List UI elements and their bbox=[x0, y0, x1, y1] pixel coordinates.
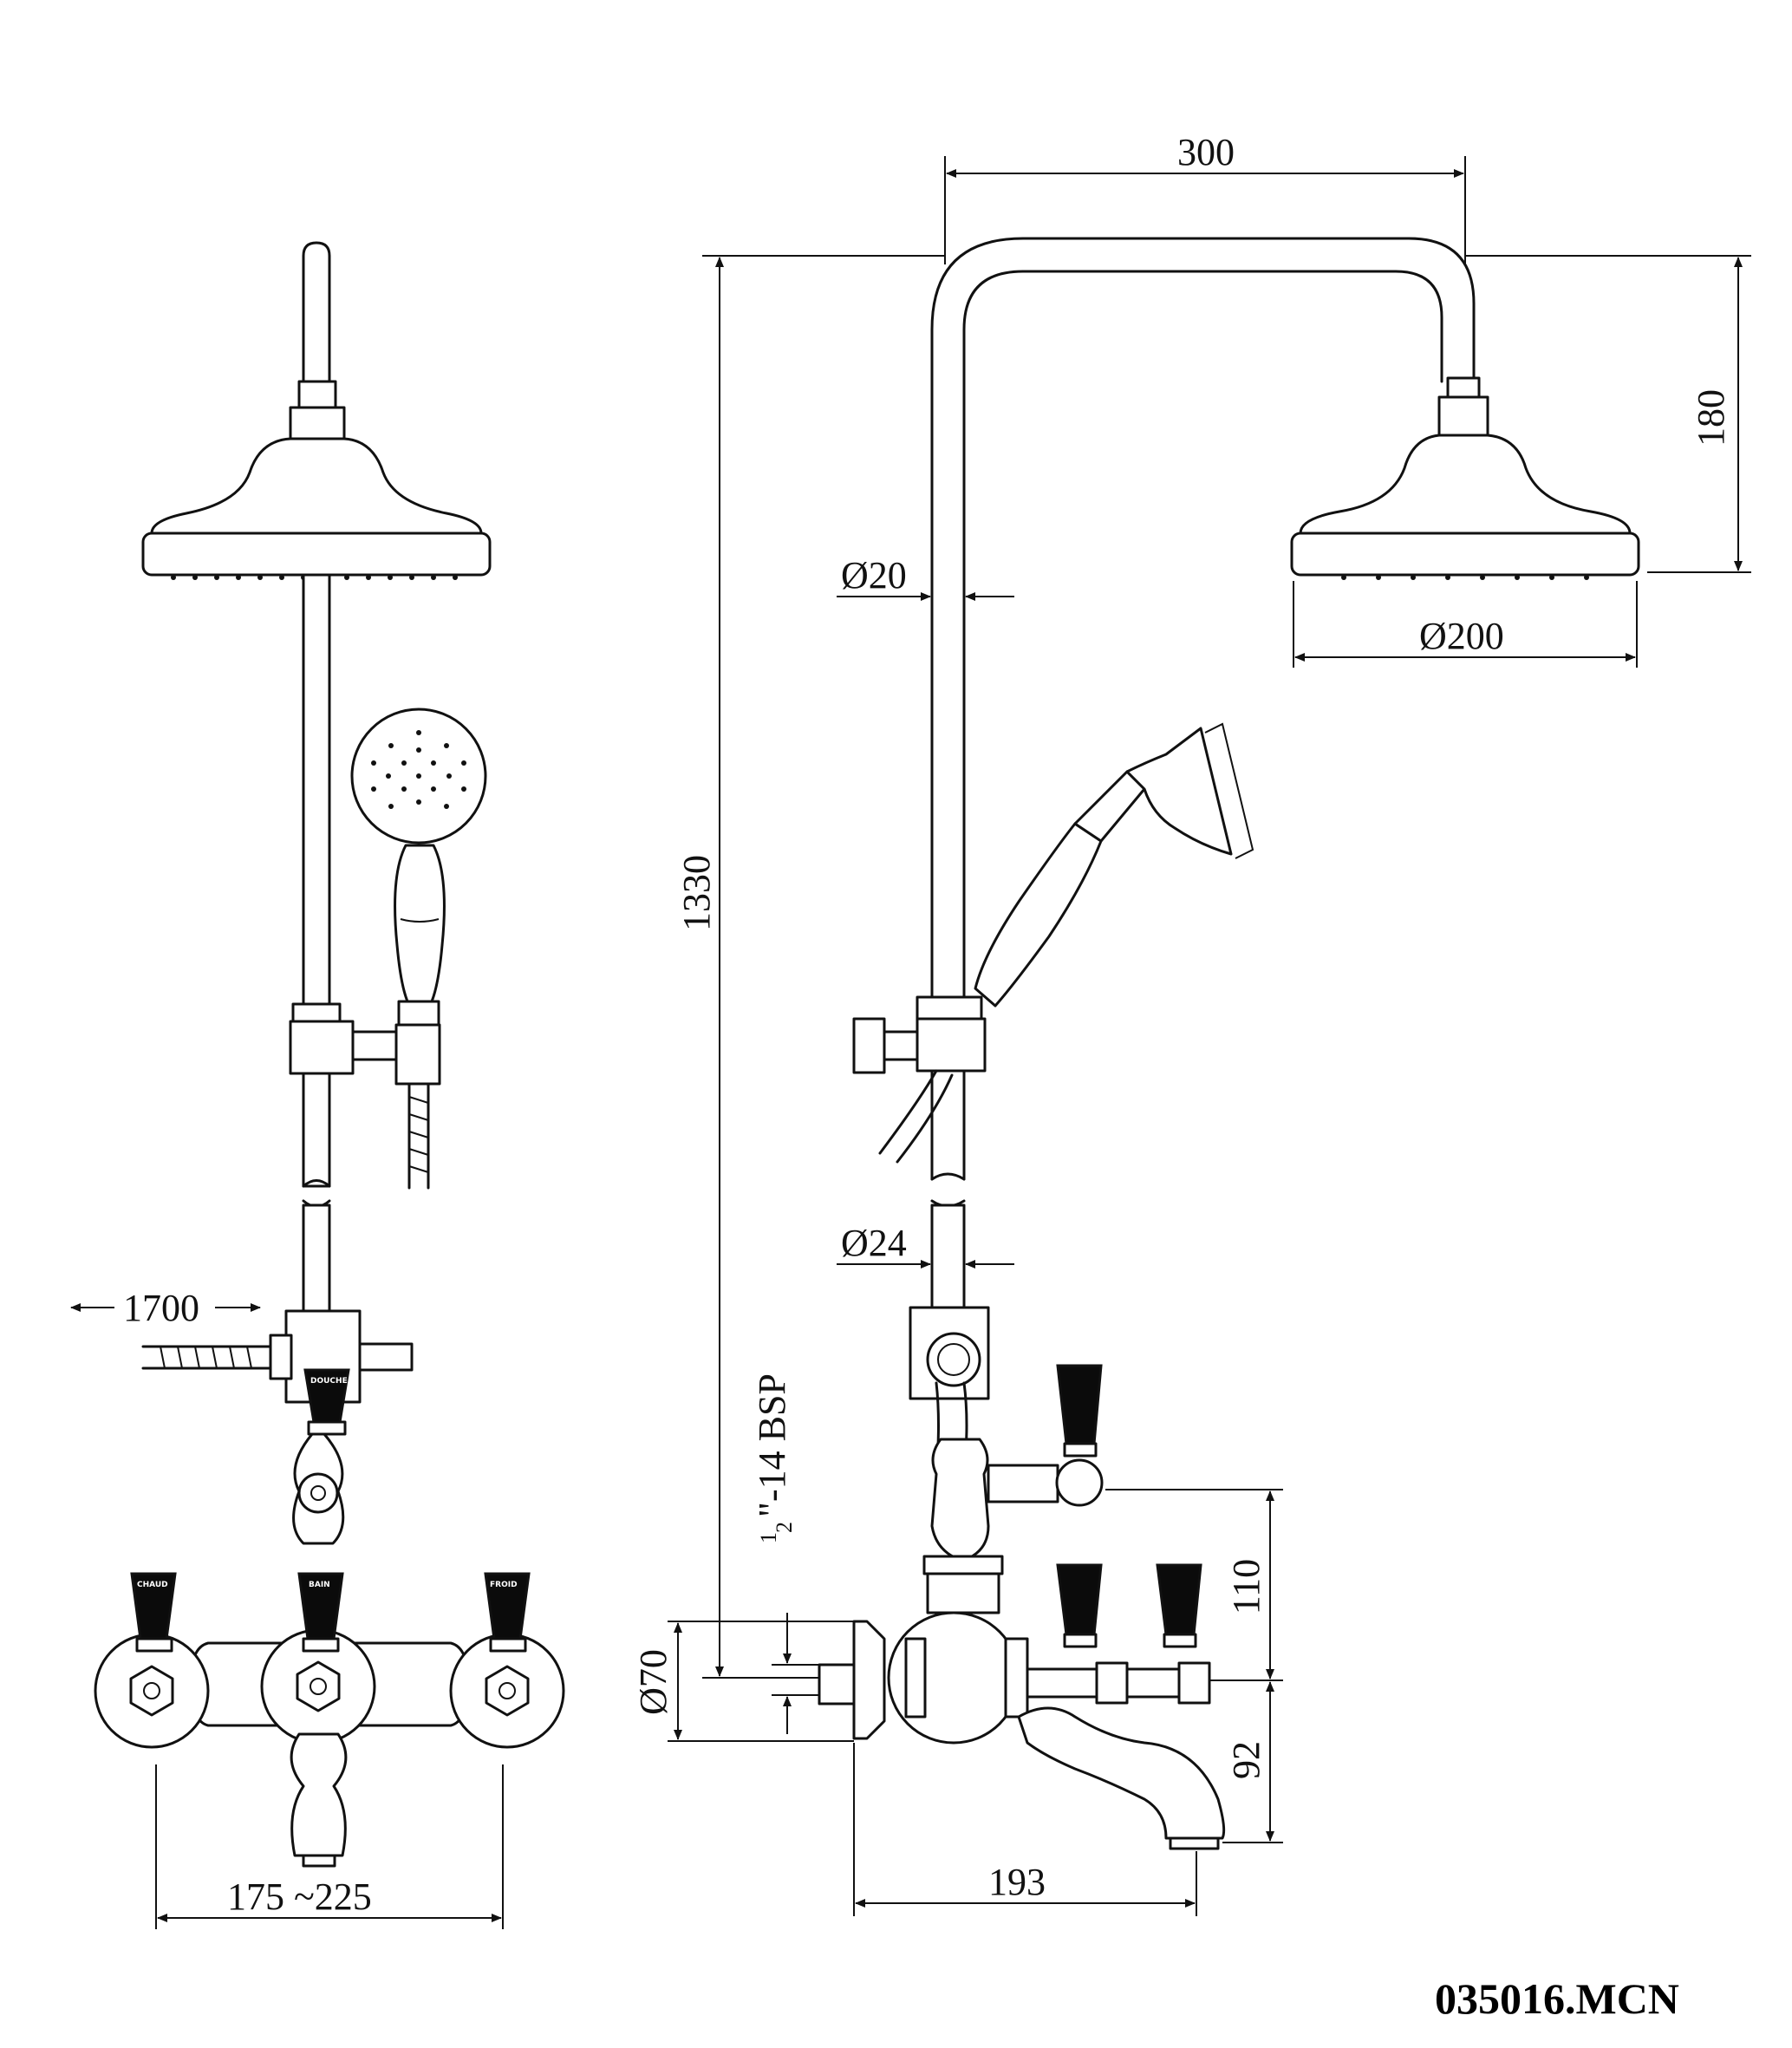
dim-height: 1330 bbox=[675, 855, 718, 931]
side-diverter-cap bbox=[1055, 1458, 1104, 1507]
front-bath-collar bbox=[302, 1637, 340, 1653]
front-head-collar bbox=[289, 406, 346, 440]
front-slider-arm bbox=[351, 1030, 398, 1061]
dim-riser-diameter: Ø20 bbox=[841, 554, 907, 597]
front-holder bbox=[394, 1023, 441, 1086]
front-spout bbox=[290, 1732, 348, 1857]
front-riser-upper bbox=[302, 573, 331, 1006]
side-view bbox=[818, 237, 1640, 1850]
side-body-band bbox=[904, 1637, 927, 1719]
dim-head-drop: 180 bbox=[1690, 389, 1732, 447]
side-hand-shower-handle bbox=[974, 822, 1103, 1008]
dim-thread-suffix: "-14 BSP bbox=[751, 1373, 793, 1517]
side-hose-outlet bbox=[926, 1332, 981, 1387]
front-riser-lower bbox=[302, 1072, 331, 1188]
side-head-collar bbox=[1437, 395, 1489, 437]
product-code: 035016.MCN bbox=[1435, 1974, 1679, 2023]
side-spout bbox=[1017, 1706, 1226, 1840]
side-inlet bbox=[818, 1663, 856, 1706]
side-bath-handle bbox=[1056, 1563, 1103, 1636]
front-hose bbox=[407, 1082, 430, 1190]
dim-hose-length: 1700 bbox=[123, 1287, 199, 1329]
side-arm-outer bbox=[930, 237, 1476, 1025]
dim-thread-numerator: 1 bbox=[756, 1532, 781, 1543]
front-view: DOUCHE CHAUD BAIN FROID bbox=[94, 241, 565, 1868]
front-bath-nut bbox=[296, 1660, 341, 1712]
front-bath-label: BAIN bbox=[309, 1581, 330, 1589]
front-riser-bottom bbox=[302, 1203, 331, 1315]
front-cold-nut bbox=[485, 1665, 530, 1717]
side-slider-arm bbox=[883, 1030, 919, 1061]
side-diverter-neck bbox=[930, 1438, 990, 1562]
side-spout-tip bbox=[1169, 1836, 1220, 1850]
dim-lower-riser-diameter: Ø24 bbox=[841, 1222, 907, 1264]
front-diverter-collar bbox=[307, 1420, 347, 1436]
side-stem-1 bbox=[1026, 1667, 1098, 1699]
front-hand-shower-handle bbox=[394, 844, 446, 1003]
side-cold-handle bbox=[1156, 1563, 1202, 1636]
side-nut-2 bbox=[1177, 1661, 1211, 1705]
dim-spout-height: 92 bbox=[1225, 1741, 1267, 1779]
side-slider-nut bbox=[916, 995, 983, 1021]
front-head-bell bbox=[150, 437, 483, 535]
side-riser-bottom bbox=[930, 1203, 966, 1311]
side-stem-2 bbox=[1125, 1667, 1181, 1699]
side-diverter-handle bbox=[1056, 1364, 1103, 1445]
side-nut-1 bbox=[1095, 1661, 1129, 1705]
dim-projection: 193 bbox=[988, 1861, 1046, 1903]
dimension-lines bbox=[70, 156, 1751, 1929]
dim-thread-denominator: 2 bbox=[772, 1522, 797, 1533]
dim-flange-diameter: Ø70 bbox=[632, 1649, 674, 1715]
side-slider-block bbox=[916, 1017, 987, 1073]
side-arm-nut bbox=[1446, 376, 1481, 399]
dim-head-diameter: Ø200 bbox=[1419, 615, 1504, 657]
front-hot-nut bbox=[129, 1665, 174, 1717]
side-body-ring bbox=[922, 1555, 1004, 1575]
side-cold-collar bbox=[1163, 1633, 1197, 1648]
front-diverter-label: DOUCHE bbox=[310, 1377, 348, 1386]
front-hot-label: CHAUD bbox=[137, 1581, 168, 1589]
side-head-nozzles bbox=[1341, 575, 1589, 580]
front-cold-label: FROID bbox=[490, 1581, 518, 1589]
dim-diverter-height: 110 bbox=[1225, 1559, 1267, 1614]
front-diverter-cap bbox=[297, 1472, 339, 1514]
front-slider-nut bbox=[291, 1002, 342, 1023]
side-head-rim bbox=[1290, 532, 1640, 577]
front-hot-collar bbox=[135, 1637, 173, 1653]
front-diverter-stub bbox=[358, 1342, 414, 1372]
side-diverter-collar bbox=[1063, 1442, 1098, 1458]
front-cold-collar bbox=[489, 1637, 527, 1653]
dim-centres: 175 ~225 bbox=[227, 1875, 372, 1918]
side-head-bell bbox=[1299, 434, 1632, 535]
dim-arm-reach: 300 bbox=[1177, 131, 1235, 173]
dim-thread-size: 1 2 "-14 BSP bbox=[751, 1373, 797, 1543]
side-diverter-stem bbox=[987, 1464, 1059, 1503]
side-body-neck bbox=[926, 1572, 1000, 1614]
side-flange bbox=[852, 1620, 886, 1740]
side-hand-shower-neck bbox=[1073, 770, 1146, 843]
front-top-arm bbox=[302, 241, 331, 392]
side-hose bbox=[878, 1069, 954, 1164]
side-body-band-right bbox=[1004, 1637, 1029, 1719]
front-arm-nut bbox=[297, 380, 337, 409]
side-slider-knob bbox=[852, 1017, 886, 1074]
front-spout-tip bbox=[302, 1854, 336, 1868]
side-bath-collar bbox=[1063, 1633, 1098, 1648]
front-hand-shower-holes bbox=[371, 730, 466, 809]
front-head-rim bbox=[141, 532, 492, 577]
front-slider-block bbox=[289, 1020, 355, 1075]
side-hand-shower-head bbox=[1125, 727, 1233, 856]
front-hose-nut bbox=[269, 1334, 293, 1380]
side-arm-inner bbox=[962, 270, 1443, 1025]
